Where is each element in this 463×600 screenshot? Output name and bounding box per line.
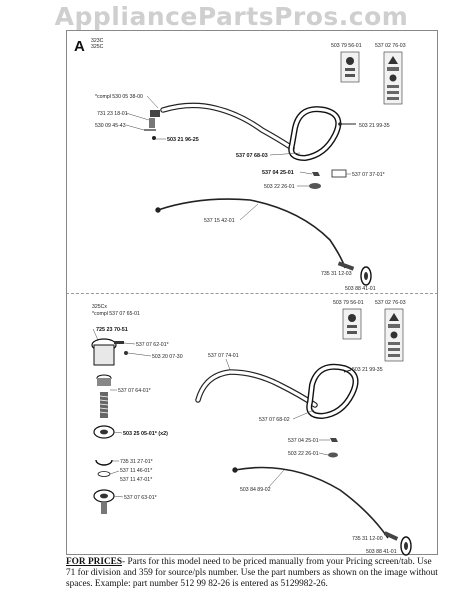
part-label-b12: 503 22 26-01 <box>288 451 319 457</box>
part-label-b13: 735 31 27-01* <box>120 459 153 465</box>
part-label-b6: 537 07 74-01 <box>208 353 239 359</box>
part-label-b17: 537 07 63-01* <box>124 495 157 501</box>
nut-a <box>312 172 320 176</box>
part-label-a4: 731 23 18-01 <box>97 111 128 117</box>
part-label-b9: 537 07 68-02 <box>259 417 290 423</box>
part-label-a7: 503 21 99-35 <box>359 123 390 129</box>
spacer-block-a <box>331 169 347 178</box>
section-a-letter: A <box>74 38 85 55</box>
part-label-b5: 503 20 07-30 <box>152 354 183 360</box>
drive-shaft-end-a <box>337 261 372 286</box>
handle-screw-b <box>343 369 352 373</box>
part-label-a3: *compl 530 05 38-00 <box>95 94 143 100</box>
bearing-lower-b <box>93 489 115 514</box>
nut-b <box>330 438 338 442</box>
part-label-b19: 503 88 41-01 <box>366 549 397 555</box>
pricing-note: FOR PRICES- Parts for this model need to… <box>66 557 441 590</box>
pricing-note-text: - Parts for this model need to be priced… <box>66 557 438 589</box>
part-label-a14: 503 88 41-01 <box>345 286 376 292</box>
part-label-a1: 503 79 56-01 <box>331 43 362 49</box>
part-label-a2: 537 02 76-03 <box>375 43 406 49</box>
part-label-b8: 537 07 64-01* <box>118 388 151 394</box>
spring-clip-b <box>95 459 113 466</box>
throttle-cable-b <box>232 466 389 539</box>
wing-nut-a <box>309 183 321 189</box>
watermark-logo: AppliancePartsPros.com <box>54 2 409 31</box>
part-label-b10: 503 25 05-01* (x2) <box>123 431 168 437</box>
decal-sticker-a1 <box>340 51 360 83</box>
part-label-b18: 735 31 12-00 <box>352 536 383 542</box>
bearing-b <box>93 425 115 439</box>
part-label-b1: 503 79 56-01 <box>333 300 364 306</box>
part-label-b2: 537 02 76-03 <box>375 300 406 306</box>
decal-sticker-b2 <box>384 308 404 362</box>
clamp-coupler-b <box>91 338 128 366</box>
part-label-b7: 503 21 99-35 <box>352 367 383 373</box>
part-label-a8: 537 07 68-03 <box>236 153 268 159</box>
part-label-a5: 530 09 45-43 <box>95 123 126 129</box>
part-label-a6: 503 21 96-25 <box>167 137 199 143</box>
part-label-b3: 725 23 70-51 <box>96 327 128 333</box>
throttle-cable-a <box>155 198 346 269</box>
drive-shaft-end-b <box>383 531 412 556</box>
section-divider <box>66 293 438 294</box>
part-label-a10: 537 07 37-01* <box>352 172 385 178</box>
part-label-b11: 537 04 25-01 <box>288 438 319 444</box>
loop-handle-a <box>288 106 342 162</box>
section-a-model-1: 323C <box>91 38 104 44</box>
decal-sticker-b1 <box>342 308 362 340</box>
part-label-b15: 537 11 47-01* <box>120 477 152 483</box>
shaft-tube-a <box>160 102 295 151</box>
part-label-b14: 537 11 46-01* <box>120 468 152 474</box>
section-b-model: 325Cx <box>92 304 107 310</box>
part-label-a9: 537 04 25-01 <box>262 170 294 176</box>
decal-sticker-a2 <box>383 51 403 105</box>
throttle-assembly-a <box>144 110 160 140</box>
part-label-b16: 503 84 89-02 <box>240 487 271 493</box>
collar-b <box>96 374 112 386</box>
loop-handle-b <box>306 363 359 420</box>
washer-b <box>97 471 111 477</box>
handle-screw-a <box>338 122 356 126</box>
part-label-a11: 503 22 26-01 <box>264 184 295 190</box>
wing-nut-b <box>328 452 338 458</box>
pricing-note-lead: FOR PRICES <box>66 557 123 567</box>
part-label-a13: 735 31 12-03 <box>321 271 352 277</box>
part-label-a12: 537 15 42-01 <box>204 218 235 224</box>
section-a-model-2: 325C <box>91 44 104 50</box>
shaft-tube-b <box>195 369 318 408</box>
diagram-frame <box>66 30 438 555</box>
part-label-b4: 537 07 62-01* <box>136 342 169 348</box>
section-b-compl: *compl 537 07 65-01 <box>92 311 140 317</box>
threaded-spindle-b <box>99 392 109 418</box>
